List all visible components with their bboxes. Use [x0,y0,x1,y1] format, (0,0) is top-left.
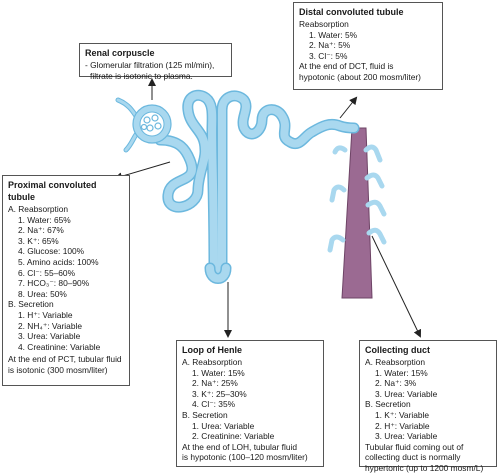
pct-note: is isotonic (300 mosm/liter) [8,364,108,375]
pct-section-a: A. Reabsorption [8,204,69,214]
renal-corpuscle-title: Renal corpuscle [85,48,155,58]
loh-section-b: B. Secretion [182,409,228,420]
dct-note: At the end of DCT, fluid is [299,61,394,72]
collecting-a-item: 3. Urea: Variable [375,388,438,399]
loh-title: Loop of Henle [182,345,242,355]
collecting-duct [327,127,387,299]
pct-b-item: 1. H⁺: Variable [18,309,73,320]
renal-corpuscle-line: - Glomerular filtration (125 ml/min), [85,60,215,70]
loh-a-item: 2. Na⁺: 25% [192,378,238,389]
dct-item: 3. Cl⁻: 5% [309,50,348,61]
loh-a-item: 1. Water: 15% [192,367,245,378]
loh-b-item: 1. Urea: Variable [192,420,255,431]
dct-note: hypotonic (about 200 mosm/liter) [299,71,421,82]
pct-a-item: 1. Water: 65% [18,214,71,225]
pct-b-item: 2. NH₄⁺: Variable [18,320,83,331]
collecting-note: Tubular fluid coming out of [365,441,464,452]
pct-a-item: 7. HCO₃⁻: 80–90% [18,278,90,289]
loh-b-item: 2. Creatinine: Variable [192,431,275,442]
pct-a-item: 8. Urea: 50% [18,288,67,299]
collecting-section-b: B. Secretion [365,399,411,410]
pct-note: At the end of PCT, tubular fluid [8,354,122,365]
dct-section: Reabsorption [299,19,349,29]
pct-a-item: 2. Na⁺: 67% [18,225,64,236]
dct-item: 2. Na⁺: 5% [309,40,351,51]
collecting-a-item: 1. Water: 15% [375,367,428,378]
dct-box: Distal convoluted tubule Reabsorption 1.… [293,2,443,90]
pct-a-item: 5. Amino acids: 100% [18,256,99,267]
collecting-note: hypertonic (up to 1200 mosm/L) [365,462,484,473]
loh-note: is hypotonic (100–120 mosm/liter) [182,452,308,463]
pct-box: Proximal convoluted tubule A. Reabsorpti… [2,175,130,386]
pct-b-item: 4. Creatinine: Variable [18,341,101,352]
pct-a-item: 6. Cl⁻: 55–60% [18,267,76,278]
dct-item: 1. Water: 5% [309,29,358,40]
collecting-duct-title: Collecting duct [365,345,430,355]
loh-note: At the end of LOH, tubular fluid [182,441,297,452]
loh-section-a: A. Reabsorption [182,357,243,367]
pct-b-item: 3. Urea: Variable [18,331,81,342]
collecting-b-item: 3. Urea: Variable [375,431,438,442]
collecting-b-item: 1. K⁺: Variable [375,409,430,420]
collecting-section-a: A. Reabsorption [365,357,426,367]
collecting-a-item: 2. Na⁺: 3% [375,378,417,389]
pct-title: Proximal convoluted tubule [8,180,97,202]
dct-title: Distal convoluted tubule [299,7,404,17]
loh-a-item: 4. Cl⁻: 35% [192,399,236,410]
nephron-tubule [154,89,360,284]
collecting-note: collecting duct is normally [365,452,461,463]
glomerulus [132,104,172,144]
pct-a-item: 3. K⁺: 65% [18,235,59,246]
renal-corpuscle-line: filtrate is isotonic to plasma. [90,70,193,81]
collecting-duct-box: Collecting duct A. Reabsorption 1. Water… [359,340,497,473]
loh-a-item: 3. K⁺: 25–30% [192,388,247,399]
renal-corpuscle-box: Renal corpuscle - Glomerular filtration … [79,43,232,81]
pct-a-item: 4. Glucose: 100% [18,246,85,257]
loh-box: Loop of Henle A. Reabsorption 1. Water: … [176,340,324,467]
pct-section-b: B. Secretion [8,299,54,310]
collecting-b-item: 2. H⁺: Variable [375,420,430,431]
